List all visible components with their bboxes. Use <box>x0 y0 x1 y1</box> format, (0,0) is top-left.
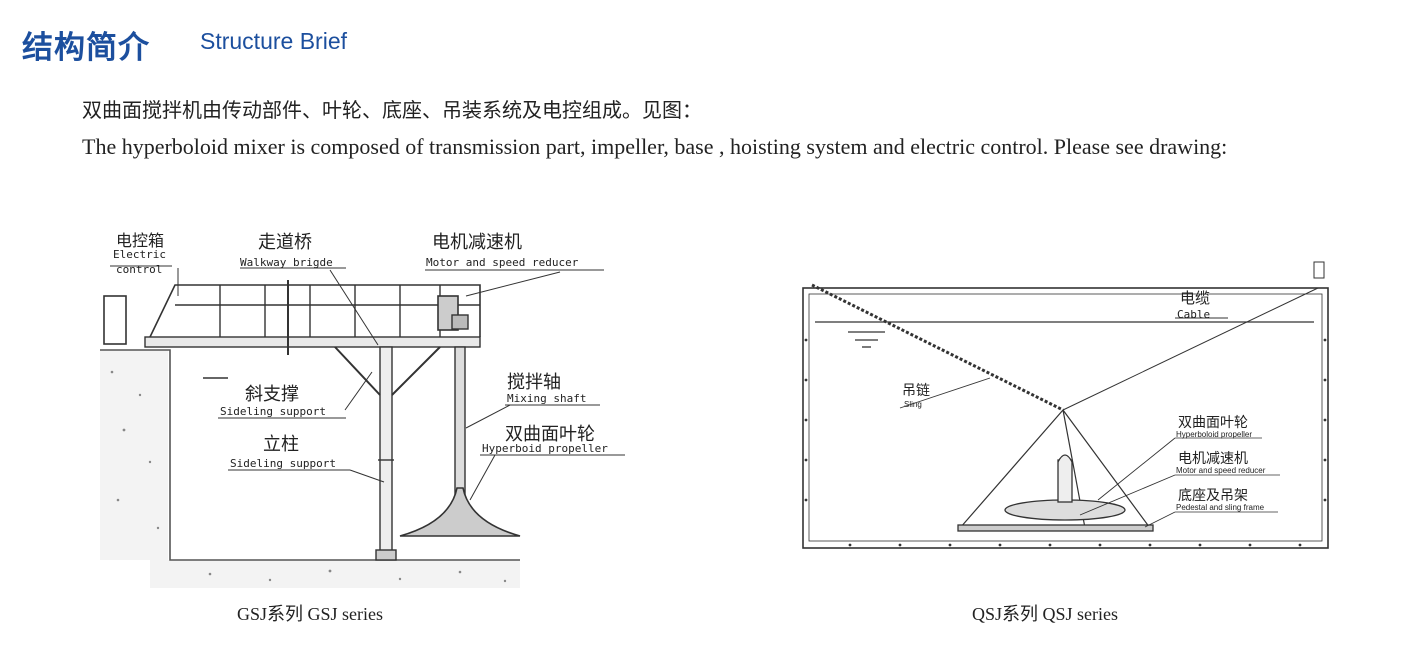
pedestal <box>957 524 1154 532</box>
intro-text-cn: 双曲面搅拌机由传动部件、叶轮、底座、吊装系统及电控组成。见图： <box>82 98 702 122</box>
pedestal-label-en: Pedestal and sling frame <box>1176 503 1265 512</box>
gsj-floor <box>150 560 520 588</box>
cable-label-cn: 电缆 <box>1180 289 1210 307</box>
qsj-propeller-label-cn: 双曲面叶轮 <box>1178 415 1248 431</box>
qsj-drawing <box>802 261 1329 549</box>
sling-chain <box>811 283 1064 412</box>
qsj-caption: QSJ系列 QSJ series <box>972 604 1119 624</box>
qsj-motor-label-en: Motor and speed reducer <box>1176 466 1266 475</box>
shaft-label-cn: 搅拌轴 <box>507 372 561 393</box>
pedestal-label-cn: 底座及吊架 <box>1178 488 1248 504</box>
walkway-label-cn: 走道桥 <box>258 232 312 253</box>
intro-text-en: The hyperboloid mixer is composed of tra… <box>82 134 1228 159</box>
gsj-motor-label-en: Motor and speed reducer <box>426 256 579 269</box>
electric-control-label-cn: 电控箱 <box>116 231 164 250</box>
section-title-en: Structure Brief <box>200 28 347 54</box>
gsj-propeller-label-cn: 双曲面叶轮 <box>505 424 595 445</box>
column-label-en: Sideling support <box>230 457 336 470</box>
hyperboloid-propeller <box>399 487 521 537</box>
cable-line <box>1062 287 1319 411</box>
sideling-label-cn: 斜支撑 <box>245 384 299 405</box>
qsj-motor-label-cn: 电机减速机 <box>1178 451 1248 467</box>
mixing-shaft <box>454 346 466 498</box>
support-column <box>379 346 393 558</box>
qsj-propeller <box>1004 499 1126 521</box>
gsj-drawing <box>100 265 625 588</box>
electric-control-label-en2: control <box>116 263 162 276</box>
cable-label-en: Cable <box>1177 308 1210 321</box>
electric-control-label-en1: Electric <box>113 248 166 261</box>
gsj-propeller-label-en: Hyperboid propeller <box>482 442 608 455</box>
tank-outline <box>802 287 1329 549</box>
sling-label-cn: 吊链 <box>902 383 930 399</box>
qsj-propeller-label-en: Hyperboloid propeller <box>1176 430 1252 439</box>
gsj-caption: GSJ系列 GSJ series <box>237 604 384 624</box>
electric-control-box <box>103 295 127 345</box>
gsj-left-wall <box>100 350 168 560</box>
column-label-cn: 立柱 <box>263 434 299 455</box>
gsj-motor-label-cn: 电机减速机 <box>432 232 522 253</box>
walkway-bridge-deck <box>144 336 481 348</box>
sling-label-en: Sling <box>904 400 922 409</box>
section-title-cn: 结构简介 <box>22 30 150 66</box>
sideling-label-en: Sideling support <box>220 405 326 418</box>
walkway-label-en: Walkway brigde <box>240 256 333 269</box>
shaft-label-en: Mixing shaft <box>507 392 586 405</box>
